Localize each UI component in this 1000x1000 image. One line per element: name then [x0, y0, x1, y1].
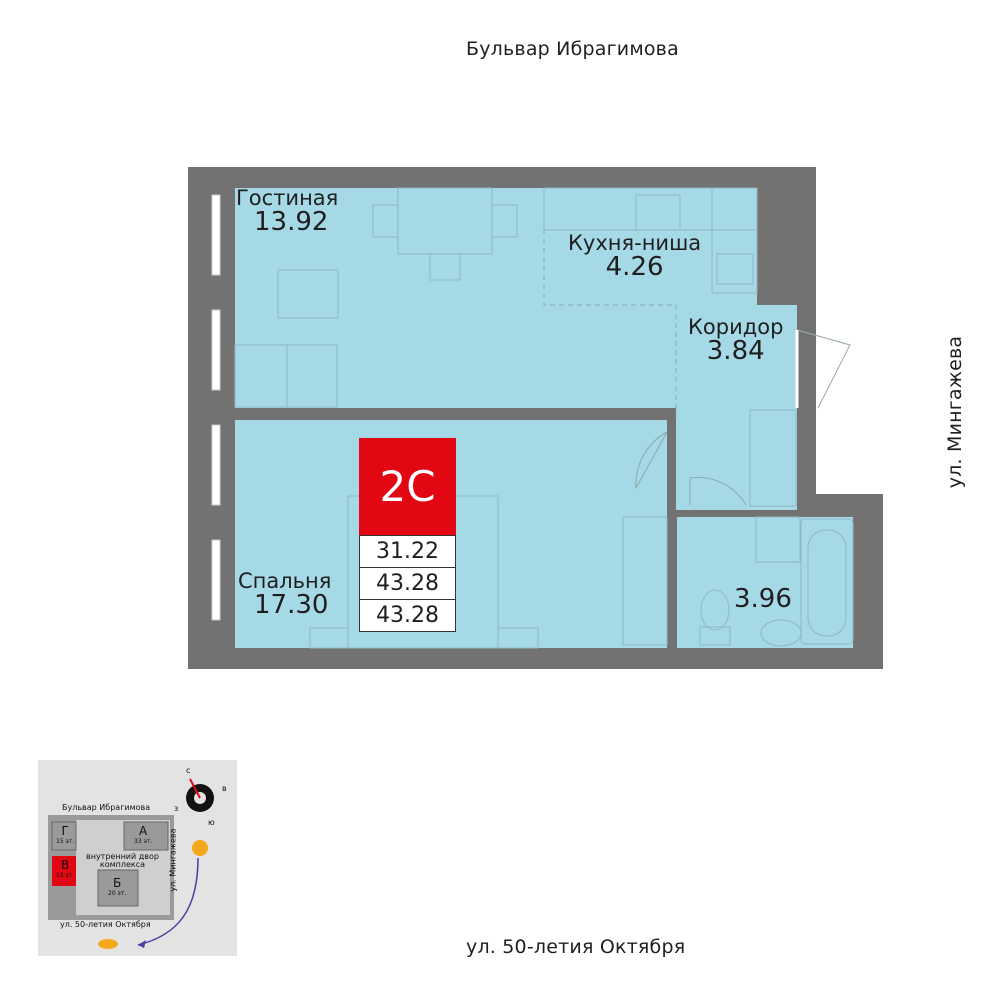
room-label-corridor: Коридор 3.84 [688, 316, 783, 365]
room-name: Спальня [238, 569, 332, 593]
compass-east: в [222, 784, 227, 793]
bathroom-floor [677, 517, 853, 648]
entrance-door [795, 329, 851, 409]
unit-area-total-with-balcony: 43.28 [359, 600, 456, 632]
room-label-kitchen: Кухня-ниша 4.26 [568, 232, 701, 281]
building-floors: 20 эт. [108, 890, 127, 897]
building-v: В 15 эт. [56, 858, 74, 879]
unit-area-total: 43.28 [359, 568, 456, 600]
building-floors: 15 эт. [56, 838, 75, 845]
courtyard-line-2: комплекса [99, 860, 146, 869]
dining-table [372, 187, 518, 281]
location-minimap: Бульвар Ибрагимова ул. 50-летия Октября … [38, 760, 237, 956]
unit-code: 2С [359, 438, 456, 535]
room-area: 3.96 [734, 584, 792, 614]
minimap-street-bottom: ул. 50-летия Октября [60, 920, 151, 929]
wardrobes [622, 409, 797, 646]
building-letter: В [61, 858, 70, 872]
room-label-living: Гостиная 13.92 [236, 187, 338, 236]
minimap-street-top: Бульвар Ибрагимова [62, 803, 151, 812]
room-name: Кухня-ниша [568, 231, 702, 255]
kitchen-counter [543, 187, 758, 294]
room-name: Гостиная [236, 186, 339, 210]
courtyard-line-1: внутренний двор [86, 852, 159, 861]
minimap-street-right: ул. Мингажева [168, 828, 178, 892]
room-name: Коридор [688, 315, 784, 339]
unit-card: 2С 31.22 43.28 43.28 [359, 438, 456, 632]
room-area: 3.84 [706, 336, 765, 367]
building-letter: Г [61, 824, 69, 838]
building-letter: Б [113, 876, 122, 890]
building-a: А 33 эт. [134, 824, 152, 845]
compass-west: з [174, 804, 179, 813]
room-label-bedroom: Спальня 17.30 [238, 570, 331, 619]
street-bottom-label: ул. 50-летия Октября [466, 936, 686, 958]
bathroom-fixtures [699, 516, 854, 647]
corridor-floor [676, 305, 797, 510]
compass-south: ю [208, 818, 215, 827]
room-label-bathroom: 3.96 [734, 584, 792, 614]
building-floors: 33 эт. [134, 838, 153, 845]
room-area: 4.26 [605, 252, 664, 283]
room-area: 17.30 [254, 590, 329, 621]
bedroom-door [635, 431, 668, 489]
unit-area-living: 31.22 [359, 535, 456, 568]
minimap-courtyard: внутренний двор комплекса [86, 853, 159, 869]
compass-north: с [186, 766, 191, 775]
minimap-drawing [48, 778, 214, 949]
building-g: Г 15 эт. [56, 824, 74, 845]
building-floors: 15 эт. [56, 872, 75, 879]
building-b: Б 20 эт. [108, 876, 126, 897]
sofa [234, 269, 339, 408]
living-room-floor [235, 188, 757, 408]
street-top-label: Бульвар Ибрагимова [466, 38, 679, 60]
building-letter: А [139, 824, 148, 838]
room-area: 13.92 [254, 207, 329, 238]
bathroom-door [689, 476, 747, 506]
windows [211, 194, 221, 621]
kitchen-niche-border [543, 230, 677, 420]
